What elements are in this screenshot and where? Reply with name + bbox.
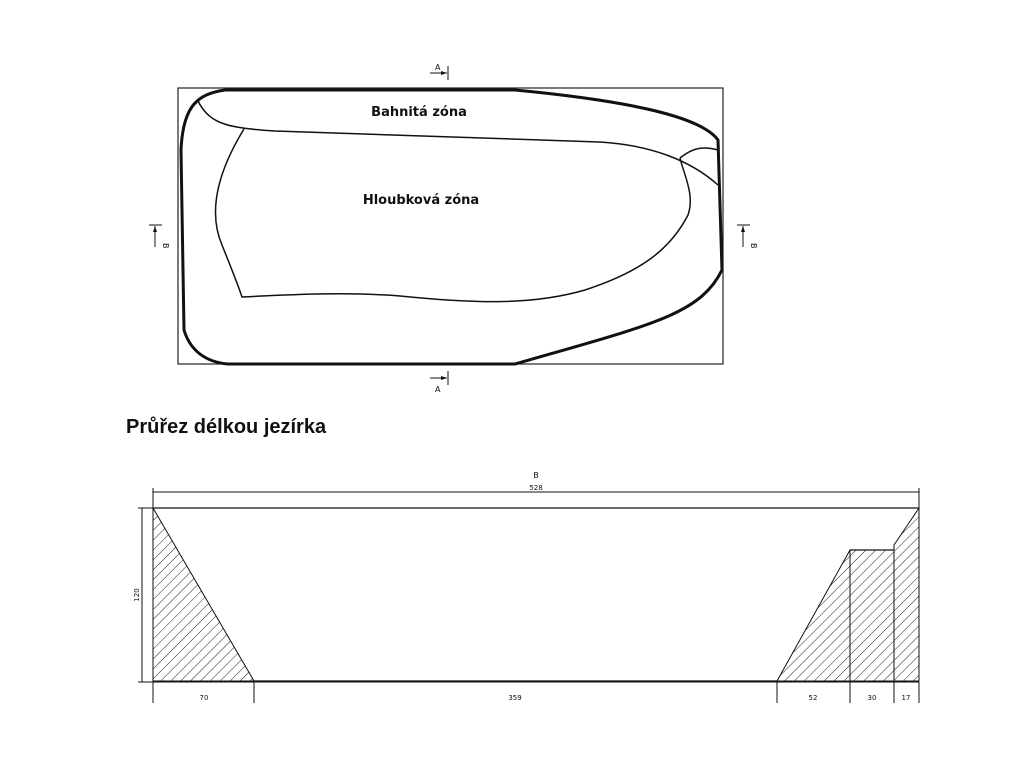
mud-zone-label: Bahnitá zóna <box>371 105 467 120</box>
depth-dimension: 120 <box>133 507 153 683</box>
deep-zone-outline <box>214 128 692 303</box>
mud-zone-boundary <box>197 100 719 186</box>
left-slope-hatch <box>152 506 255 682</box>
right-terrace-hatch <box>776 506 920 682</box>
cross-section: B 528 120 <box>133 471 920 703</box>
section-marker-b-right: B <box>737 224 758 249</box>
svg-text:120: 120 <box>133 588 141 601</box>
section-marker-a-top: A <box>430 63 449 80</box>
svg-text:A: A <box>435 63 441 72</box>
dim-30: 30 <box>868 694 877 702</box>
overall-length-dimension: 528 <box>152 484 920 508</box>
plan-view: Bahnitá zóna Hloubková zóna A A B B <box>149 63 758 394</box>
dim-52: 52 <box>809 694 818 702</box>
dim-70: 70 <box>200 694 209 702</box>
section-marker-b-left: B <box>149 224 170 249</box>
dim-17: 17 <box>902 694 911 702</box>
svg-text:528: 528 <box>529 484 542 492</box>
svg-text:B: B <box>749 243 758 249</box>
deep-zone-label: Hloubková zóna <box>363 193 479 208</box>
section-heading: Průřez délkou jezírka <box>126 416 327 438</box>
svg-text:B: B <box>161 243 170 249</box>
svg-text:A: A <box>435 385 441 394</box>
section-label: B <box>533 471 539 480</box>
dim-359: 359 <box>508 694 521 702</box>
bottom-dimensions: 70 359 52 30 17 <box>152 681 920 703</box>
section-marker-a-bottom: A <box>430 371 449 394</box>
pond-outline <box>179 88 724 366</box>
